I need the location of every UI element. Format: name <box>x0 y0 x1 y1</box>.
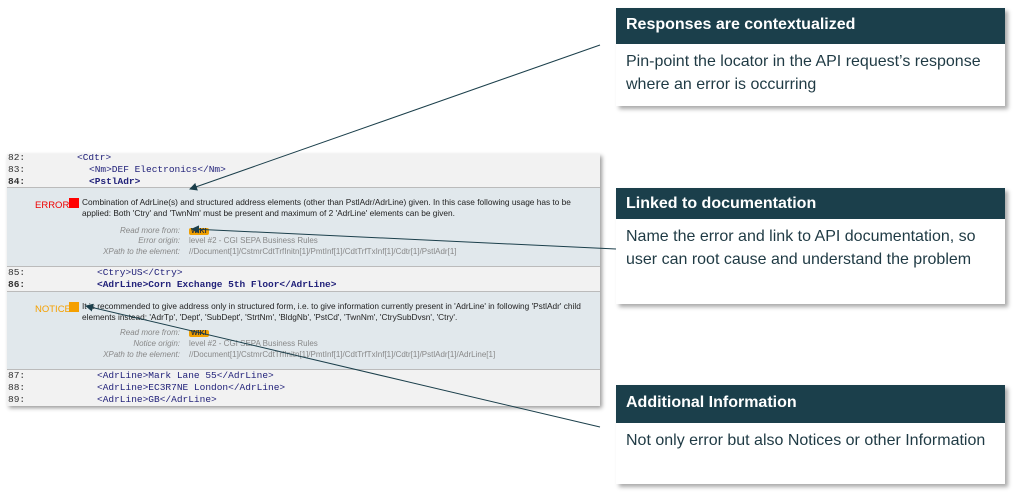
arrow-to-wiki <box>191 225 617 250</box>
callout-contextualized: Responses are contextualized Pin-point t… <box>616 8 1005 106</box>
callout-title: Additional Information <box>616 385 1005 423</box>
callout-title: Linked to documentation <box>616 188 1005 219</box>
arrow-to-notice <box>85 303 601 428</box>
error-square-icon <box>69 198 79 208</box>
code-line: 84:<PstlAdr> <box>8 176 141 187</box>
code-line: 87:<AdrLine>Mark Lane 55</AdrLine> <box>8 370 274 381</box>
error-level-label: ERROR <box>35 200 70 211</box>
callout-body: Pin-point the locator in the API request… <box>626 53 981 93</box>
wiki-link[interactable]: WIKI <box>189 330 209 337</box>
error-message-text: Combination of AdrLine(s) and structured… <box>82 197 571 218</box>
notice-message-text: It is recommended to give address only i… <box>82 301 581 322</box>
code-line: 82:<Cdtr> <box>8 154 112 163</box>
validation-report-panel: 82:<Cdtr> 83:<Nm>DEF Electronics</Nm> 84… <box>7 154 600 406</box>
callout-documentation: Linked to documentation Name the error a… <box>616 188 1005 304</box>
callout-title: Responses are contextualized <box>616 8 1005 44</box>
notice-level-label: NOTICE <box>35 304 71 315</box>
notice-square-icon <box>69 302 79 312</box>
callout-body: Name the error and link to API documenta… <box>626 228 976 268</box>
callout-body: Not only error but also Notices or other… <box>626 432 986 449</box>
code-line: 86:<AdrLine>Corn Exchange 5th Floor</Adr… <box>8 279 337 290</box>
code-line: 85:<Ctry>US</Ctry> <box>8 267 183 278</box>
code-line: 88:<AdrLine>EC3R7NE London</AdrLine> <box>8 382 286 393</box>
code-line: 83:<Nm>DEF Electronics</Nm> <box>8 164 226 175</box>
arrow-to-locator <box>189 44 601 191</box>
callout-additional-info: Additional Information Not only error bu… <box>616 385 1005 484</box>
code-line: 89:<AdrLine>GB</AdrLine> <box>8 394 217 405</box>
